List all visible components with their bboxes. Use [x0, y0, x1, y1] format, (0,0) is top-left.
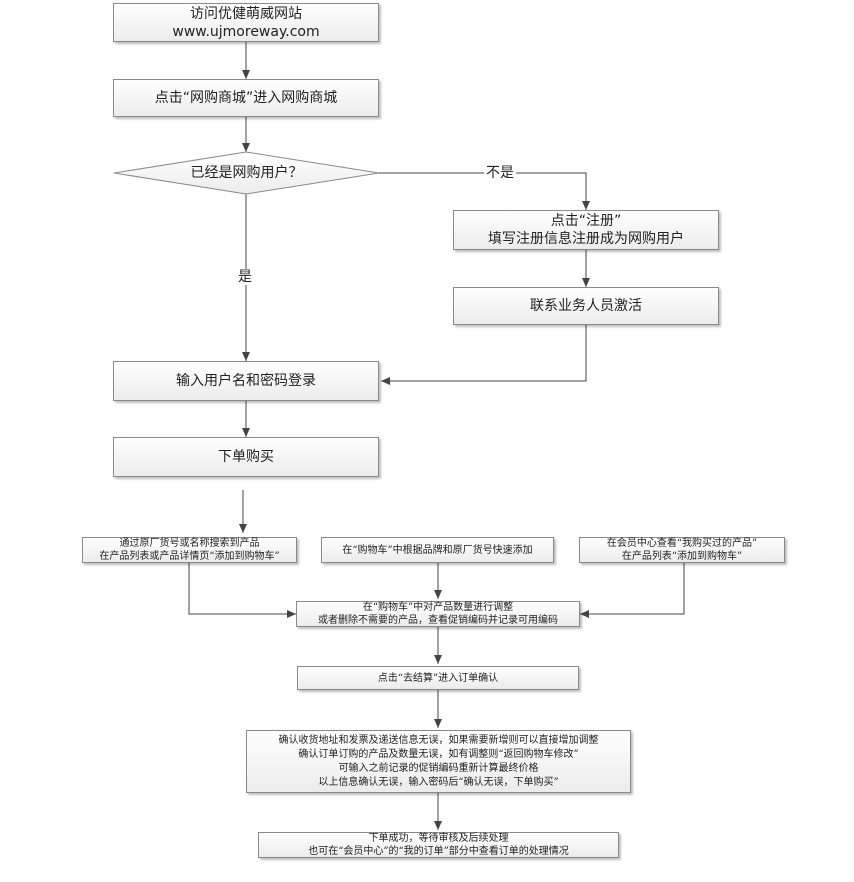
node-login-line-1: 输入用户名和密码登录	[176, 372, 316, 389]
node-search-add-line-2: 在产品列表或产品详情页“添加到购物车”	[99, 551, 280, 562]
node-visit-site: 访问优健萌威网站 www.ujmoreway.com	[113, 3, 379, 42]
node-cart-adjust-line-2: 或者删除不需要的产品，查看促销编码并记录可用编码	[318, 615, 558, 626]
node-visit-site-line-1: 访问优健萌威网站	[190, 5, 302, 22]
node-activate-line-1: 联系业务人员激活	[530, 297, 642, 314]
node-search-add: 通过原厂货号或名称搜索到产品 在产品列表或产品详情页“添加到购物车”	[82, 537, 297, 563]
node-done-line-1: 下单成功，等待审核及后续处理	[368, 833, 509, 844]
node-checkout-line-1: 点击“去结算”进入订单确认	[377, 672, 499, 684]
node-done-line-2: 也可在“会员中心”的“我的订单”部分中查看订单的处理情况	[308, 846, 569, 857]
decision-diamond	[113, 151, 380, 195]
node-visit-site-line-2: www.ujmoreway.com	[172, 23, 320, 40]
edge-activate-to-login	[381, 325, 587, 385]
node-search-add-line-1: 通过原厂货号或名称搜索到产品	[119, 538, 260, 549]
decision-label: 已经是网购用户？	[114, 164, 379, 182]
decision-label-text: 已经是网购用户？	[190, 165, 303, 181]
node-register-line-2: 填写注册信息注册成为网购用户	[488, 231, 684, 247]
edge-label-yes: 是	[236, 269, 254, 285]
node-login: 输入用户名和密码登录	[113, 361, 379, 401]
node-quick-add-line-1: 在“购物车”中根据品牌和原厂货号快速添加	[342, 544, 533, 556]
node-order-line-1: 下单购买	[218, 448, 274, 465]
node-cart-adjust: 在“购物车”中对产品数量进行调整 或者删除不需要的产品，查看促销编码并记录可用编…	[296, 601, 580, 627]
node-checkout: 点击“去结算”进入订单确认	[297, 666, 579, 690]
node-order: 下单购买	[113, 437, 379, 477]
node-confirm-line-3: 可输入之前记录的促销编码重新计算最终价格	[338, 762, 539, 774]
node-confirm-line-4: 以上信息确认无误，输入密码后“确认无误，下单购买”	[318, 776, 559, 788]
node-confirm-line-2: 确认订单订购的产品及数量无误，如有调整则“返回购物车修改”	[298, 748, 579, 760]
node-quick-add: 在“购物车”中根据品牌和原厂货号快速添加	[321, 537, 554, 563]
node-confirm: 确认收货地址和发票及递送信息无误，如果需要新增则可以直接增加调整 确认订单订购的…	[246, 730, 631, 793]
edge-search-to-cart	[188, 563, 296, 618]
node-history-add-line-1: 在会员中心查看“我购买过的产品”	[606, 538, 758, 549]
node-confirm-line-1: 确认收货地址和发票及递送信息无误，如果需要新增则可以直接增加调整	[278, 734, 599, 746]
edge-label-no: 不是	[484, 165, 516, 181]
node-register-line-1: 点击“注册”	[550, 213, 622, 229]
node-done: 下单成功，等待审核及后续处理 也可在“会员中心”的“我的订单”部分中查看订单的处…	[258, 832, 619, 858]
node-enter-mall: 点击“网购商城”进入网购商城	[113, 79, 379, 117]
node-enter-mall-line-1: 点击“网购商城”进入网购商城	[154, 89, 338, 106]
node-history-add-line-2: 在产品列表“添加到购物车”	[621, 551, 743, 562]
edge-history-to-cart	[580, 563, 685, 618]
edge-decision-no	[379, 172, 590, 210]
node-history-add: 在会员中心查看“我购买过的产品” 在产品列表“添加到购物车”	[579, 537, 785, 563]
node-cart-adjust-line-1: 在“购物车”中对产品数量进行调整	[362, 602, 514, 613]
node-register: 点击“注册” 填写注册信息注册成为网购用户	[453, 210, 719, 250]
node-activate: 联系业务人员激活	[453, 287, 719, 325]
